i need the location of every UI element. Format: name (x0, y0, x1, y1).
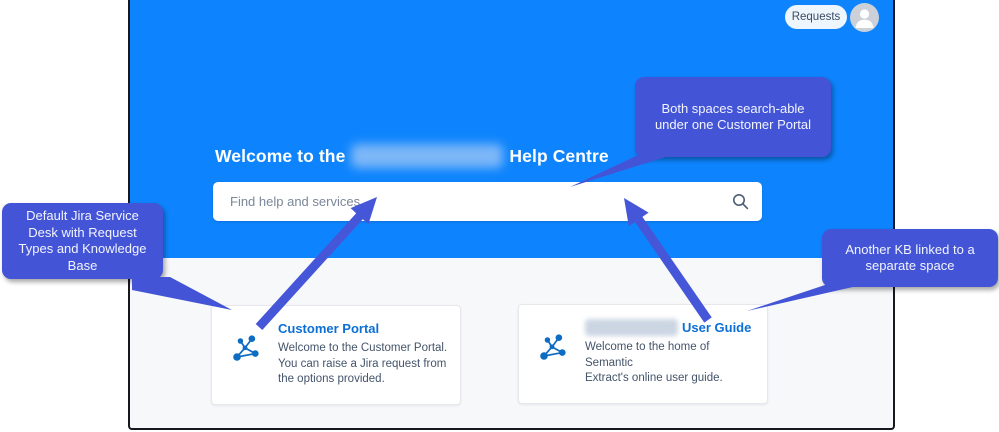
user-guide-description: Welcome to the home of Semantic Extract'… (585, 341, 723, 384)
search-bar (213, 182, 762, 221)
customer-portal-card[interactable]: Customer Portal Welcome to the Customer … (211, 305, 461, 405)
annotation-text: Both spaces search-able under one Custom… (654, 100, 812, 133)
search-input[interactable] (213, 182, 762, 221)
page-title-suffix: Help Centre (509, 145, 609, 166)
page-title: Welcome to the Help Centre (215, 143, 609, 169)
annotation-default-jira-service-desk: Default Jira Service Desk with Request T… (2, 203, 163, 279)
annotation-text: Default Jira Service Desk with Request T… (18, 208, 147, 273)
customer-portal-description: Welcome to the Customer Portal. You can … (278, 342, 448, 385)
space-graph-icon (540, 334, 566, 360)
user-guide-card[interactable]: User Guide Welcome to the home of Semant… (518, 304, 768, 404)
customer-portal-link[interactable]: Customer Portal (278, 321, 380, 336)
annotation-another-kb: Another KB linked to a separate space (822, 229, 998, 287)
redacted-space-name (585, 319, 678, 336)
space-graph-icon (233, 335, 259, 361)
annotation-both-spaces-searchable: Both spaces search-able under one Custom… (635, 77, 831, 157)
page-title-prefix: Welcome to the (215, 145, 346, 166)
user-avatar[interactable] (850, 3, 879, 32)
person-icon (855, 9, 874, 28)
redacted-company-name (351, 144, 504, 168)
requests-button[interactable]: Requests (785, 5, 847, 29)
annotation-text: Another KB linked to a separate space (845, 241, 975, 274)
user-guide-link[interactable]: User Guide (682, 320, 752, 335)
